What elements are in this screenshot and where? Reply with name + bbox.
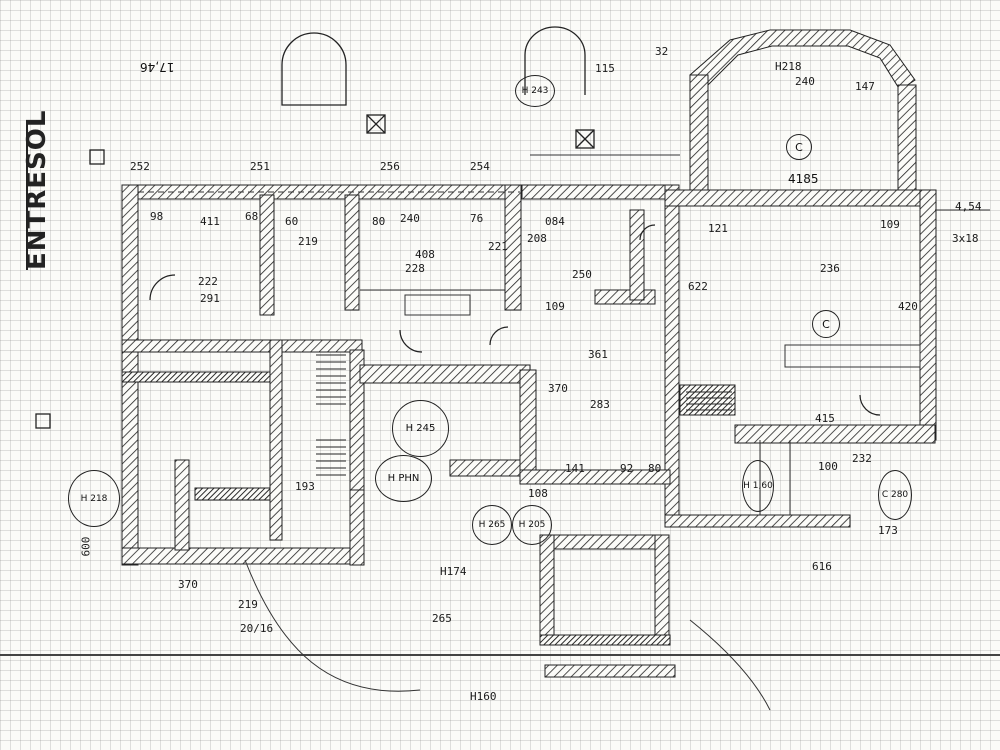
- dim-room-12: 420: [898, 300, 918, 313]
- dim-room-5: 219: [298, 235, 318, 248]
- height-note-1: 17,46: [140, 60, 175, 74]
- dim-bottom-3: 370: [178, 578, 198, 591]
- dim-right-6: 236: [820, 262, 840, 275]
- dim-room-29: 108: [528, 487, 548, 500]
- dim-bottom-4: 219: [238, 598, 258, 611]
- circled-note-3: H 205: [512, 505, 552, 545]
- dim-room-17: 221: [488, 240, 508, 253]
- dim-room-14: 193: [295, 480, 315, 493]
- circled-note-1: H 243: [515, 75, 555, 107]
- dim-room-19: 109: [545, 300, 565, 313]
- dim-bottom-5: 20/16: [240, 622, 274, 635]
- dim-room-28: 80: [648, 462, 662, 475]
- dim-room-13: 291: [200, 292, 220, 305]
- dim-right-3: 109: [880, 218, 900, 231]
- room-c-lower-marker: C: [812, 310, 840, 338]
- walls-lower-annex: [539, 534, 676, 678]
- sheet-divider-line: [0, 654, 1000, 656]
- dim-room-26: 141: [565, 462, 585, 475]
- dim-annex-3: H160: [470, 690, 497, 703]
- circled-note-5: H 245: [392, 400, 449, 457]
- circled-note-6: H 218: [68, 470, 120, 527]
- circled-note-7: H 1,60: [742, 460, 774, 512]
- dim-top-2: 251: [250, 160, 270, 173]
- dim-bottom-2: 616: [812, 560, 832, 573]
- dim-room-23: 415: [815, 412, 835, 425]
- dim-room-1: 98: [150, 210, 164, 223]
- dim-room-3: 68: [245, 210, 259, 223]
- dim-annex-2: H174: [440, 565, 467, 578]
- dim-right-4: 4,54: [955, 200, 982, 213]
- bay-window: [689, 29, 917, 191]
- dim-top-3: 256: [380, 160, 400, 173]
- circled-note-8: C 280: [878, 470, 912, 520]
- circled-note-2: H 265: [472, 505, 512, 545]
- room-c-upper-marker: C: [786, 134, 812, 160]
- dim-top-5: 32: [655, 45, 669, 58]
- dim-room-4: 60: [285, 215, 299, 228]
- dim-bottom-1: 173: [878, 524, 898, 537]
- dim-right-1: 121: [708, 222, 728, 235]
- dim-room-21: 283: [590, 398, 610, 411]
- door-symbols: [35, 26, 595, 429]
- dim-room-11: 222: [198, 275, 218, 288]
- dim-bay-3: 147: [855, 80, 875, 93]
- thin-lines: [138, 154, 990, 711]
- dim-room-20: 361: [588, 348, 608, 361]
- door-swings: [149, 224, 881, 416]
- dim-room-10: 084: [545, 215, 565, 228]
- dim-room-15: 408: [415, 248, 435, 261]
- stair: [316, 354, 732, 476]
- dim-left-1: 600: [79, 536, 93, 557]
- title-box: [26, 120, 66, 270]
- stair-label: 4185: [788, 172, 819, 186]
- dim-room-16: 228: [405, 262, 425, 275]
- dim-room-25: 232: [852, 452, 872, 465]
- dim-top-6: 115: [595, 62, 615, 75]
- dim-right-5: 3x18: [952, 232, 979, 245]
- circled-note-4: H PHN: [375, 455, 432, 502]
- dim-room-18: 250: [572, 268, 592, 281]
- dim-room-7: 240: [400, 212, 420, 225]
- dim-room-22: 370: [548, 382, 568, 395]
- walls-left-block: [121, 184, 536, 566]
- dim-top-1: 252: [130, 160, 150, 173]
- dim-room-2: 411: [200, 215, 220, 228]
- walls-central-block: [519, 184, 937, 528]
- dim-bay-1: H218: [775, 60, 802, 73]
- dim-right-2: 622: [688, 280, 708, 293]
- dim-top-4: 254: [470, 160, 490, 173]
- dim-room-9: 208: [527, 232, 547, 245]
- dim-bay-2: 240: [795, 75, 815, 88]
- dim-annex-1: 265: [432, 612, 452, 625]
- dim-room-6: 80: [372, 215, 386, 228]
- dim-room-8: 76: [470, 212, 484, 225]
- dim-room-24: 100: [818, 460, 838, 473]
- dim-room-27: 92: [620, 462, 634, 475]
